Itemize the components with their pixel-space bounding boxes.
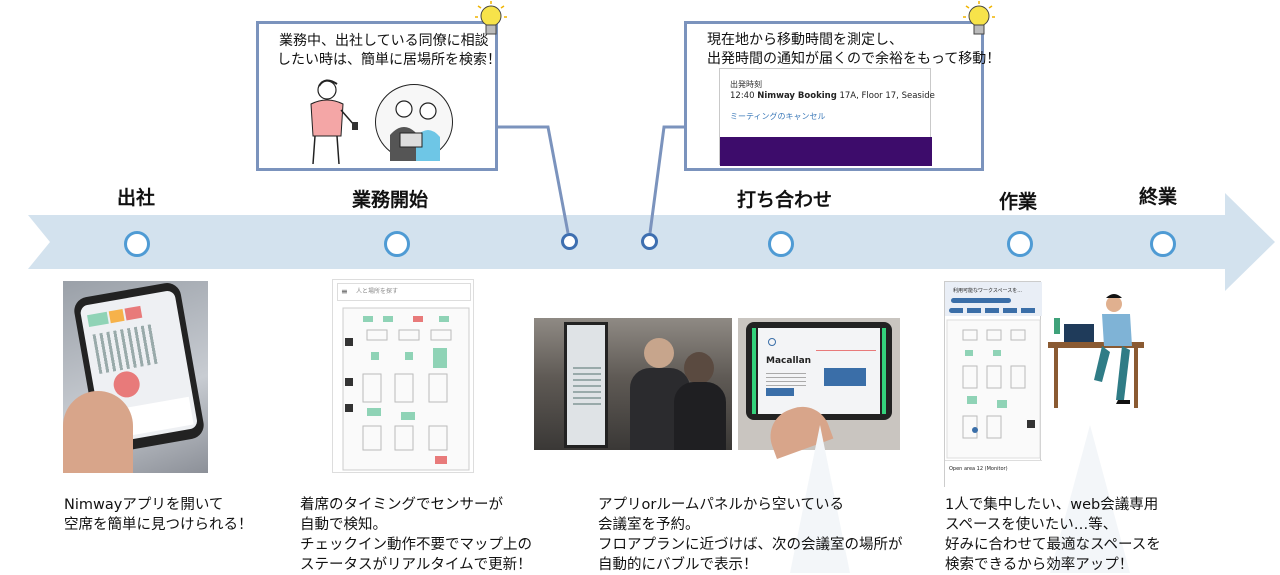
- notification-app: Nimway Booking: [757, 91, 837, 101]
- room-panel-device: Macallan: [746, 322, 892, 420]
- caption-sagyo: 1人で集中したい、web会議専用 スペースを使いたい…等、 好みに合わせて最適な…: [945, 495, 1161, 575]
- notification-location: 17A, Floor 17, Seaside: [836, 91, 935, 101]
- colleagues-meeting-illustration: [375, 84, 453, 161]
- callout-search-line-1: 業務中、出社している同僚に相談: [279, 33, 489, 49]
- callout-search-line-2: したい時は、簡単に居場所を検索！: [277, 52, 501, 68]
- floorplan-search-placeholder: 人と場所を探す: [356, 288, 399, 295]
- room-panel-photo: Macallan: [738, 318, 900, 459]
- floorplan-map: [342, 307, 470, 471]
- callout-anchor-search: [561, 233, 578, 250]
- caption-uchiawase: アプリorルームパネルから空いている 会議室を予約。 フロアプランに近づけば、次…: [598, 495, 903, 575]
- stage-label-gyomu-kaishi: 業務開始: [352, 189, 429, 211]
- stage-marker-gyomu-kaishi: [384, 231, 410, 257]
- hand-illustration: [63, 391, 133, 473]
- stage-marker-shussha: [124, 231, 150, 257]
- workspace-result-item[interactable]: Open area 12 (Monitor): [949, 466, 1008, 472]
- cancel-meeting-link[interactable]: ミーティングのキャンセル: [730, 112, 826, 121]
- caption-gyomu-kaishi-line: チェックイン動作不要でマップ上の: [300, 537, 532, 553]
- notification-time: 12:40: [730, 91, 755, 101]
- departure-notification-card: 出発時刻 12:40 Nimway Booking 17A, Floor 17,…: [719, 68, 935, 166]
- person-at-desk-illustration: [1048, 294, 1144, 408]
- callout-anchor-travel: [641, 233, 658, 250]
- kiosk-display: [564, 322, 608, 448]
- stage-label-shugyo: 終業: [1139, 186, 1178, 208]
- stage-label-sagyo: 作業: [999, 191, 1038, 213]
- notification-heading: 出発時刻: [730, 80, 762, 89]
- stage-label-shussha: 出社: [117, 187, 156, 209]
- caption-gyomu-kaishi-line: 着席のタイミングでセンサーが: [300, 497, 503, 513]
- stage-marker-shugyo: [1150, 231, 1176, 257]
- floorplan-search-bar[interactable]: 人と場所を探す: [337, 283, 471, 301]
- caption-sagyo-line: スペースを使いたい…等、: [945, 517, 1118, 533]
- caption-sagyo-line: 1人で集中したい、web会議専用: [945, 497, 1159, 513]
- person-head: [644, 338, 674, 368]
- caption-shussha: Nimwayアプリを開いて 空席を簡単に見つけられる！: [64, 495, 253, 535]
- caption-shussha-line: 空席を簡単に見つけられる！: [64, 517, 253, 533]
- caption-uchiawase-line: フロアプランに近づけば、次の会議室の場所が: [598, 537, 903, 553]
- caption-uchiawase-line: アプリorルームパネルから空いている: [598, 497, 844, 513]
- caption-gyomu-kaishi: 着席のタイミングでセンサーが 自動で検知。 チェックイン動作不要でマップ上の ス…: [300, 495, 532, 575]
- kiosk-meeting-photo: [534, 318, 732, 450]
- person-head: [684, 352, 714, 384]
- workspace-app-title: 利用可能なワークスペースを...: [953, 288, 1023, 294]
- stage-label-uchiawase: 打ち合わせ: [737, 189, 833, 211]
- callout-travel-line-2: 出発時間の通知が届くので余裕をもって移動！: [707, 51, 1001, 67]
- callout-search-colleagues: 業務中、出社している同僚に相談 したい時は、簡単に居場所を検索！: [256, 21, 501, 171]
- menu-icon[interactable]: ≡: [341, 287, 348, 296]
- phone-app-photo: [63, 280, 208, 473]
- lightbulb-icon: [475, 1, 507, 35]
- workspace-search-screen: 利用可能なワークスペースを... Open area 12 (Monitor): [944, 281, 1042, 488]
- stage-marker-uchiawase: [768, 231, 794, 257]
- caption-gyomu-kaishi-line: ステータスがリアルタイムで更新！: [300, 557, 532, 573]
- notification-footer-band: [720, 137, 932, 166]
- timeline-arrow: [28, 193, 1275, 291]
- caption-uchiawase-line: 会議室を予約。: [598, 517, 700, 533]
- floorplan-screen: 人と場所を探す ≡: [332, 279, 474, 473]
- person-with-phone-illustration: [310, 79, 358, 165]
- caption-gyomu-kaishi-line: 自動で検知。: [300, 517, 387, 533]
- stage-marker-sagyo: [1007, 231, 1033, 257]
- caption-uchiawase-line: 自動的にバブルで表示！: [598, 557, 758, 573]
- background-decoration: [790, 425, 1130, 573]
- book-button[interactable]: [766, 388, 794, 396]
- room-panel-name: Macallan: [766, 356, 812, 366]
- person-body: [674, 382, 726, 450]
- caption-shussha-line: Nimwayアプリを開いて: [64, 497, 224, 513]
- notification-detail: 12:40 Nimway Booking 17A, Floor 17, Seas…: [730, 91, 935, 101]
- caption-sagyo-line: 好みに合わせて最適なスペースを: [945, 537, 1161, 553]
- lightbulb-icon: [963, 1, 995, 35]
- caption-sagyo-line: 検索できるから効率アップ！: [945, 557, 1134, 573]
- workspace-floor-map: [946, 319, 1041, 459]
- callout-travel-line-1: 現在地から移動時間を測定し、: [707, 32, 903, 48]
